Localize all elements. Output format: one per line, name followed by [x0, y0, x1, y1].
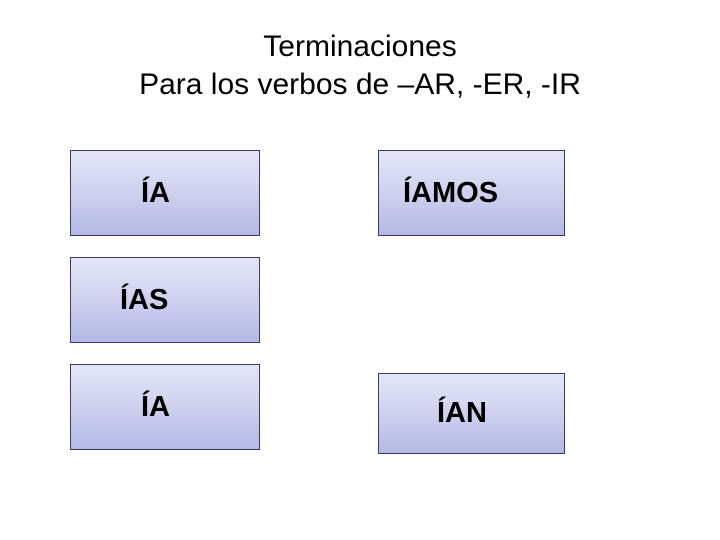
- ending-label: ÍA: [141, 390, 170, 423]
- slide-title: Terminaciones Para los verbos de –AR, -E…: [0, 28, 720, 104]
- ending-box-ia-yo[interactable]: ÍA: [70, 150, 260, 236]
- ending-box-ia-el[interactable]: ÍA: [70, 364, 260, 450]
- ending-box-ias-tu[interactable]: ÍAS: [70, 257, 260, 343]
- ending-box-iamos-nosotros[interactable]: ÍAMOS: [378, 150, 565, 236]
- ending-label: ÍAMOS: [403, 176, 499, 209]
- ending-label: ÍAS: [120, 283, 169, 316]
- title-line-1: Terminaciones: [263, 30, 457, 63]
- title-line-2: Para los verbos de –AR, -ER, -IR: [139, 68, 581, 101]
- ending-label: ÍA: [141, 176, 170, 209]
- ending-box-ian-ellos[interactable]: ÍAN: [378, 373, 565, 454]
- ending-label: ÍAN: [437, 397, 487, 429]
